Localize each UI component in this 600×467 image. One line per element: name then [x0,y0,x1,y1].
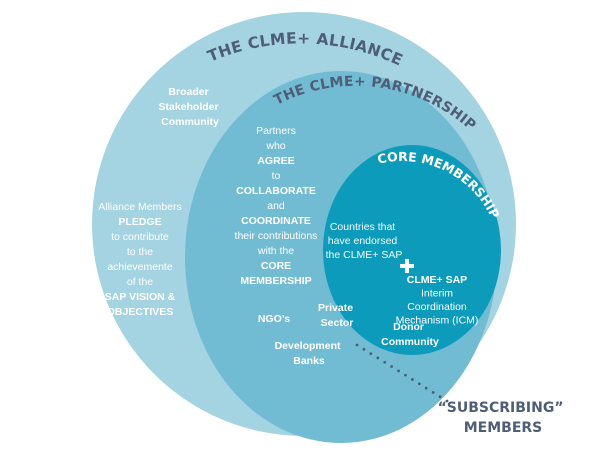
core-circle [323,145,501,355]
connector-dot [417,382,421,386]
countries-line: the CLME+ SAP [326,249,403,261]
icm-line: CLME+ SAP [407,274,467,286]
connector-dot [390,365,394,368]
connector-dot [397,369,400,373]
donor-line: Community [381,336,439,348]
donor-community-label: Donor Community [381,321,439,348]
broader-line: Community [161,116,219,128]
connector-dot [445,399,449,403]
partnership-description-line: with the [257,245,294,257]
core-countries-text: Countries that have endorsed the CLME+ S… [326,221,403,261]
broader-line: Stakeholder [158,101,218,113]
connector-dot [355,343,359,347]
partnership-description-line: CORE [261,260,291,272]
ngos-label: NGO’s [258,313,290,325]
private-sector-label: Private Sector [318,302,356,329]
private-line: Sector [321,317,354,329]
partnership-description-line: COLLABORATE [236,185,316,197]
pledge-line: to contribute [111,231,169,243]
partnership-description-line: to [272,170,281,182]
icm-line: Mechanism (ICM) [396,315,479,327]
icm-line: Coordination [407,301,467,313]
connector-dot [383,360,387,364]
subscribing-dotted-connector [355,343,449,403]
pledge-line: SAP VISION & [105,291,176,303]
pledge-line: of the [127,276,153,288]
partnership-description-line: their contributions [235,230,318,242]
subscribing-line: MEMBERS [464,420,543,436]
partnership-description-line: COORDINATE [241,215,311,227]
connector-dot [424,386,428,390]
countries-line: Countries that [330,221,395,233]
devbanks-line: Development [275,340,341,352]
ngos-line: NGO’s [258,313,290,325]
broader-line: Broader [168,86,208,98]
pledge-line: PLEDGE [118,216,161,228]
devbanks-line: Banks [293,355,325,367]
private-line: Private [318,302,353,314]
partnership-description-line: who [265,140,285,152]
connector-dot [369,352,373,356]
countries-line: have endorsed [328,235,398,247]
connector-dot [438,395,442,399]
connector-dot [404,373,407,377]
subscribing-members-label: “SUBSCRIBING” MEMBERS [438,400,569,436]
connector-dot [362,347,366,351]
partnership-description-line: and [267,200,285,212]
subscribing-line: “SUBSCRIBING” [438,400,564,416]
connector-dot [376,356,380,360]
development-banks-label: Development Banks [275,340,344,367]
partnership-description-line: Partners [256,125,296,137]
connector-dot [410,378,414,381]
partnership-description-line: MEMBERSHIP [240,275,311,287]
donor-line: Donor [393,321,424,333]
broader-stakeholder-label: Broader Stakeholder Community [158,86,221,128]
pledge-line: achievemente [107,261,173,273]
plus-icon [400,259,414,273]
connector-dot [431,390,435,394]
pledge-line: Alliance Members [98,201,181,213]
pledge-line: to the [127,246,153,258]
partnership-description-line: AGREE [257,155,294,167]
pledge-line: OBJECTIVES [107,306,174,318]
icm-line: Interim [421,288,453,300]
